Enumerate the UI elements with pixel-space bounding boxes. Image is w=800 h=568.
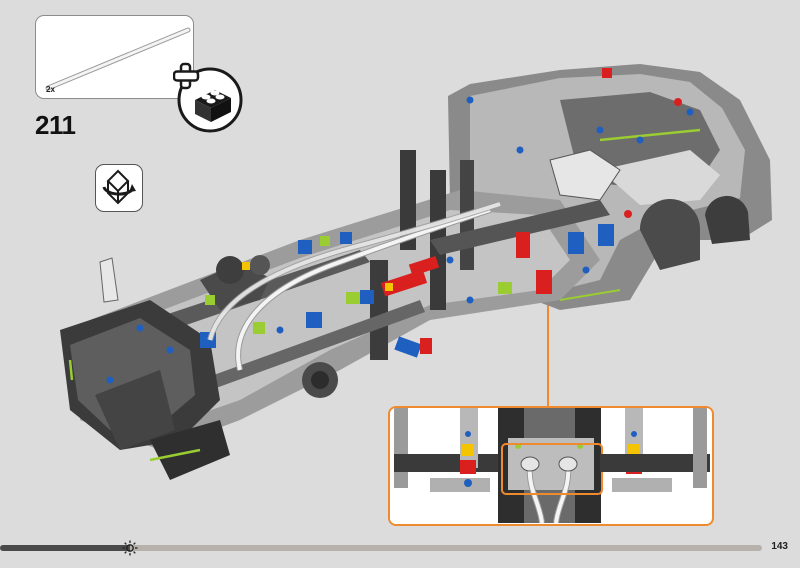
rotate-model-icon	[95, 164, 143, 212]
sun-icon	[122, 540, 138, 556]
add-brick-icon	[173, 62, 243, 133]
flexible-axle-part	[45, 27, 191, 91]
part-quantity: 2x	[46, 85, 55, 94]
parts-callout: 2x	[35, 15, 194, 99]
page-number: 143	[771, 541, 788, 552]
step-number: 211	[35, 110, 76, 140]
progress-track	[0, 545, 762, 551]
detail-callout	[388, 406, 714, 526]
detail-view	[390, 408, 711, 523]
progress-fill	[0, 545, 130, 551]
